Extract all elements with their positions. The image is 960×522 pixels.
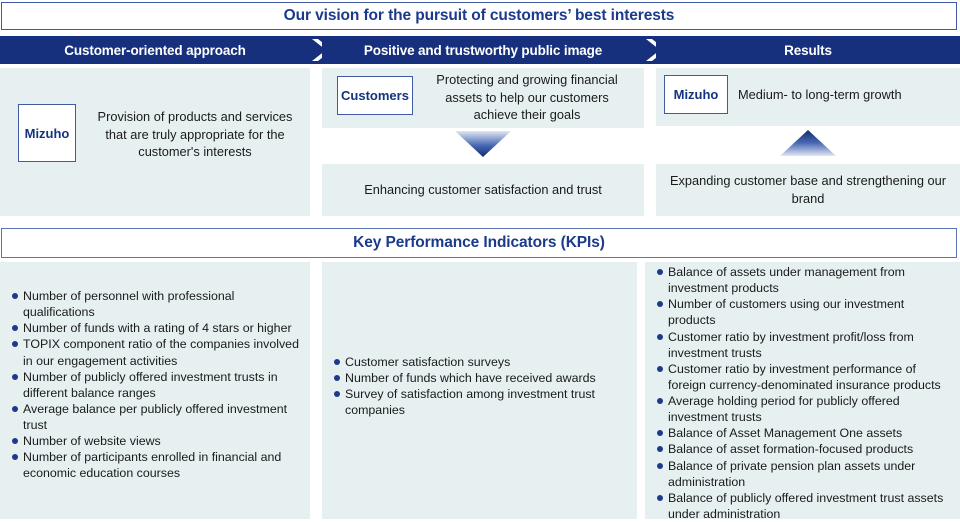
triangle-down-icon [455,130,511,162]
kpi-list-item: Number of funds with a rating of 4 stars… [10,320,302,336]
panel3-arrow-area [656,126,960,164]
kpi-list-item: TOPIX component ratio of the companies i… [10,336,302,368]
panel2-arrow-area [322,128,644,164]
panel3-top-description: Medium- to long-term growth [738,87,902,102]
kpi-list-1: Number of personnel with professional qu… [10,288,302,482]
panel3-bottom-description: Expanding customer base and strengthenin… [669,173,947,206]
triangle-up-icon [780,129,836,161]
kpi-list-item: Customer ratio by investment profit/loss… [655,329,952,361]
kpi-column-1: Number of personnel with professional qu… [0,262,310,519]
kpi-title: Key Performance Indicators (KPIs) [353,234,605,251]
kpi-list-item: Number of website views [10,433,302,449]
kpi-list-item: Number of publicly offered investment tr… [10,369,302,401]
kpi-list-item: Survey of satisfaction among investment … [332,386,629,418]
panel-customers-top: Customers Protecting and growing financi… [322,68,644,128]
panel2-top-description: Protecting and growing financial assets … [436,72,618,123]
kpi-list-item: Number of participants enrolled in finan… [10,449,302,481]
kpi-list-item: Average holding period for publicly offe… [655,393,952,425]
customers-badge: Customers [337,76,413,115]
panel-results-top: Mizuho Medium- to long-term growth [656,68,960,126]
vision-title: Our vision for the pursuit of customers’… [283,7,675,24]
stage-label-2: Positive and trustworthy public image [363,42,603,58]
stage-segment-customer-oriented-approach: Customer-oriented approach [0,36,310,64]
kpi-list-item: Number of personnel with professional qu… [10,288,302,320]
stage-band: Customer-oriented approach Positive and … [0,36,960,64]
panel-enhancing-satisfaction: Enhancing customer satisfaction and trus… [322,164,644,216]
panel-expanding-customer-base: Expanding customer base and strengthenin… [656,164,960,216]
stage-label-1: Customer-oriented approach [64,42,246,58]
kpi-list-item: Balance of publicly offered investment t… [655,490,952,522]
mizuho-badge: Mizuho [18,104,76,162]
kpi-list-item: Customer satisfaction surveys [332,354,629,370]
kpi-list-item: Customer ratio by investment performance… [655,361,952,393]
vision-title-box: Our vision for the pursuit of customers’… [1,2,957,30]
panel1-description: Provision of products and services that … [97,109,293,160]
stage-segment-results: Results [656,36,960,64]
mizuho-badge: Mizuho [664,75,728,114]
kpi-list-item: Balance of Asset Management One assets [655,425,952,441]
kpi-list-item: Average balance per publicly offered inv… [10,401,302,433]
kpi-title-box: Key Performance Indicators (KPIs) [1,228,957,258]
kpi-list-item: Number of customers using our investment… [655,296,952,328]
panel-customer-oriented-approach: Mizuho Provision of products and service… [0,68,310,216]
kpi-list-3: Balance of assets under management from … [655,264,952,522]
stage-segment-positive-public-image: Positive and trustworthy public image [322,36,644,64]
kpi-column-3: Balance of assets under management from … [645,262,960,522]
kpi-list-item: Number of funds which have received awar… [332,370,629,386]
panel2-bottom-description: Enhancing customer satisfaction and trus… [364,182,602,198]
stage-label-3: Results [784,42,832,58]
kpi-list-item: Balance of assets under management from … [655,264,952,296]
kpi-list-item: Balance of private pension plan assets u… [655,458,952,490]
kpi-list-item: Balance of asset formation-focused produ… [655,441,952,457]
